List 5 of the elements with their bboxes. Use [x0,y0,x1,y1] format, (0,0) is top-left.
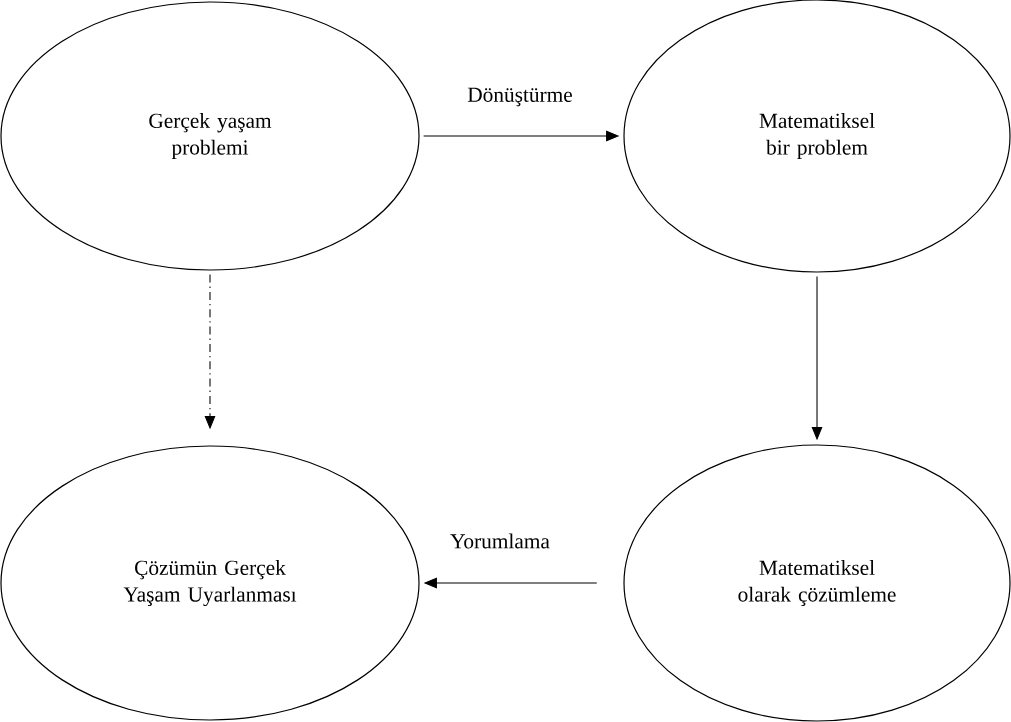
edge-label: Yorumlama [448,532,552,550]
ellipse-node: Gerçek yaşam problemi [0,1,420,271]
ellipse-node: Matematiksel olarak çözümleme [623,444,1011,722]
ellipse-node: Çözümün Gerçek Yaşam Uyarlanması [0,445,420,721]
edge-label: Dönüştürme [465,86,575,108]
